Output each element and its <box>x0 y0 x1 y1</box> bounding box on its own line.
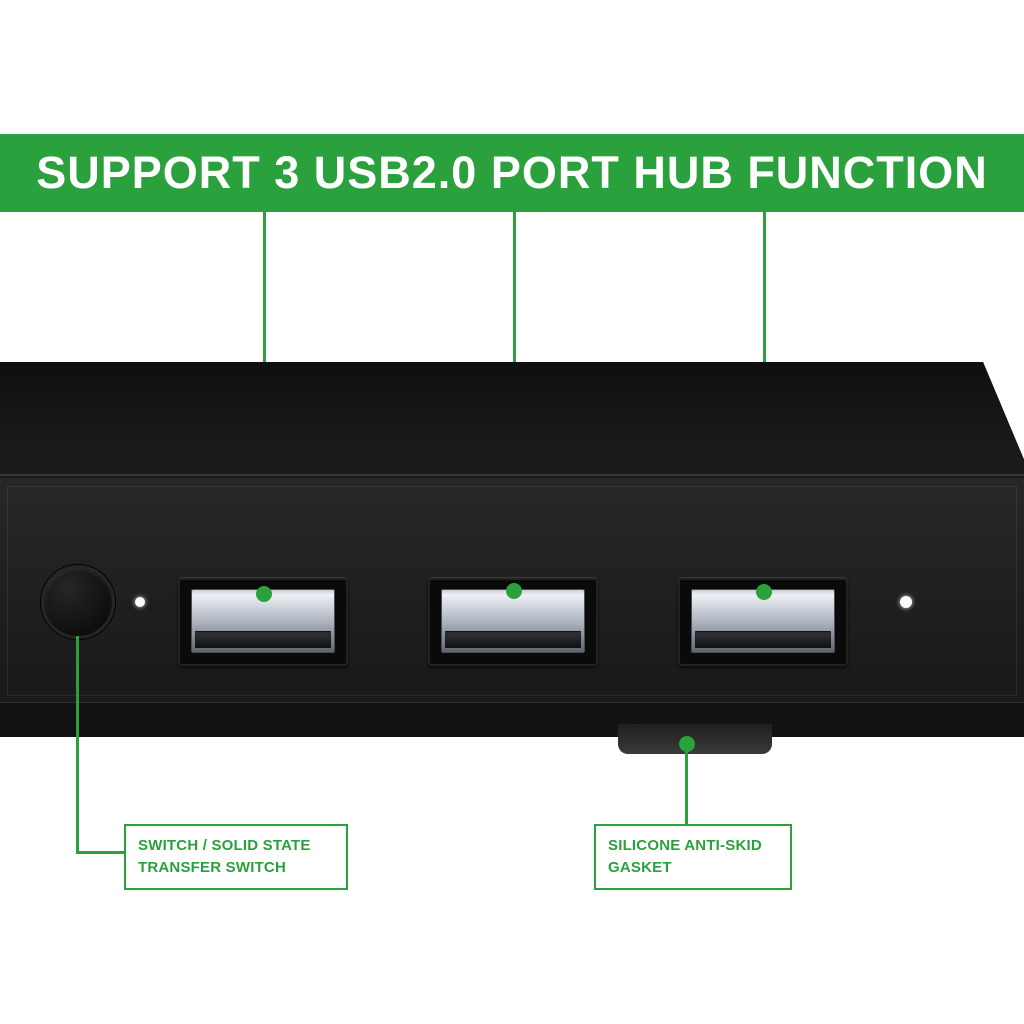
usb-port-3-slot <box>695 631 831 648</box>
gasket-label-line-1: SILICONE ANTI-SKID <box>608 837 762 854</box>
switch-callout-line-vertical <box>76 636 79 854</box>
banner-title: SUPPORT 3 USB2.0 PORT HUB FUNCTION <box>36 147 988 198</box>
gasket-callout-line-vertical <box>685 748 688 828</box>
usb-hub-device <box>0 362 1024 737</box>
switch-label-line-2: TRANSFER SWITCH <box>138 858 286 876</box>
status-led-right <box>900 596 912 608</box>
usb-port-1-connector <box>191 589 335 653</box>
callout-dot-port-3 <box>756 584 772 600</box>
status-led-left <box>135 597 145 607</box>
device-top-face <box>0 362 1024 476</box>
switch-callout-label: SWITCH / SOLID STATE TRANSFER SWITCH <box>124 824 348 890</box>
gasket-label-line-2: GASKET <box>608 858 672 876</box>
gasket-callout-dot <box>679 736 695 752</box>
callout-dot-port-2 <box>506 583 522 599</box>
switch-label-line-1: SWITCH / SOLID STATE <box>138 837 311 854</box>
usb-port-2-slot <box>445 631 581 648</box>
device-front-outline <box>7 486 1017 696</box>
usb-port-2-connector <box>441 589 585 653</box>
usb-port-1 <box>178 578 348 666</box>
banner: SUPPORT 3 USB2.0 PORT HUB FUNCTION <box>0 134 1024 212</box>
callout-dot-port-1 <box>256 586 272 602</box>
usb-port-1-slot <box>195 631 331 648</box>
silicone-gasket <box>618 724 772 754</box>
transfer-switch-button <box>41 565 115 639</box>
switch-callout-line-horizontal <box>76 851 126 854</box>
device-bottom-lip <box>0 702 1024 737</box>
gasket-callout-label: SILICONE ANTI-SKID GASKET <box>594 824 792 890</box>
